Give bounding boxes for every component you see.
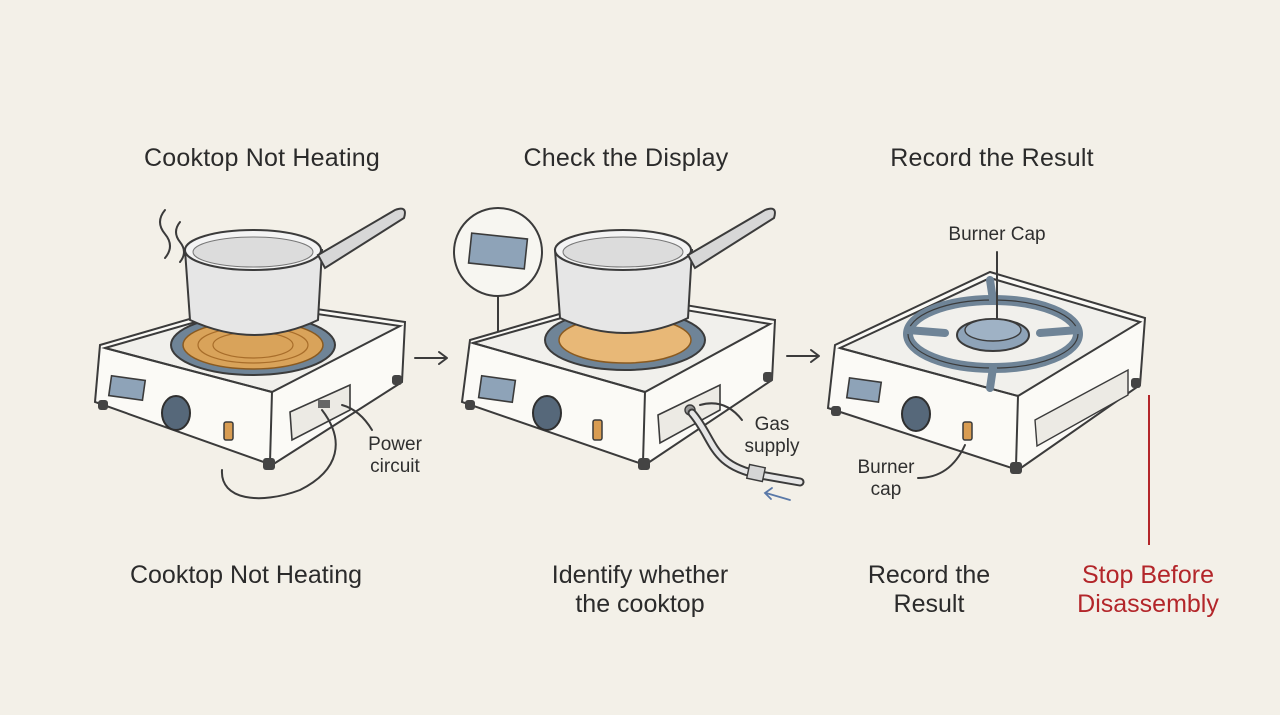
power-circuit-label: Power circuit: [368, 434, 422, 477]
flow-arrow-1: [414, 351, 448, 365]
warning-caption: Stop Before Disassembly: [1077, 561, 1219, 618]
panel-2-caption: Identify whether the cooktop: [551, 561, 729, 618]
burner-cooktop-illustration: [826, 251, 1150, 545]
panel-3-caption: Record the Result: [867, 561, 991, 618]
panel-2-title: Check the Display: [523, 144, 729, 172]
burner-cap-top-label: Burner Cap: [948, 224, 1046, 245]
flow-arrow-2: [786, 349, 820, 363]
panel-3-title: Record the Result: [890, 144, 1094, 172]
gas-supply-label: Gas supply: [744, 414, 800, 457]
electric-cooktop-illustration: [93, 207, 407, 500]
gas-cooktop-illustration: [453, 207, 805, 501]
panel-1-title: Cooktop Not Heating: [144, 144, 380, 172]
burner-cap-label: Burner cap: [857, 457, 915, 500]
panel-1-caption: Cooktop Not Heating: [129, 561, 363, 589]
